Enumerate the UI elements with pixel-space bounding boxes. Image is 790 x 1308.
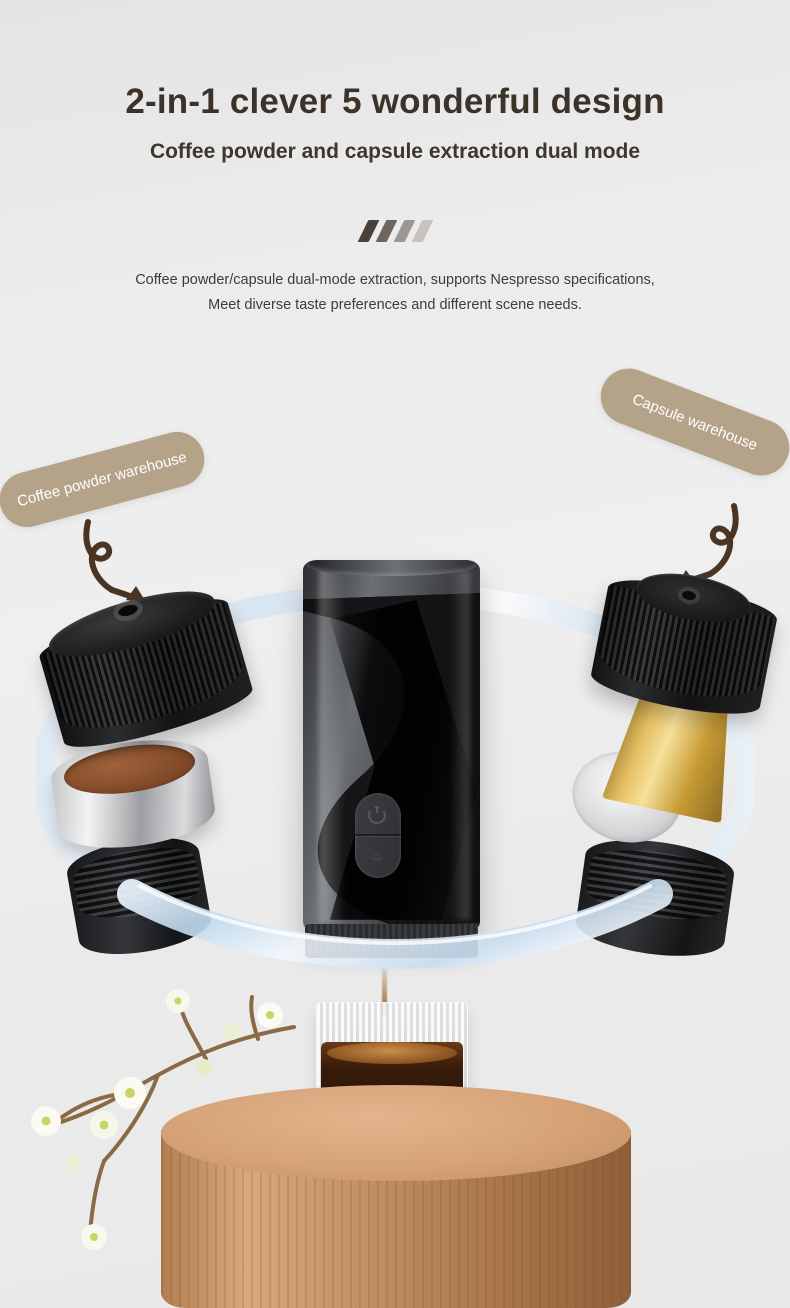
- slash-4: [411, 220, 433, 242]
- callout-left-label: Coffee powder warehouse: [15, 448, 189, 511]
- body-line-2: Meet diverse taste preferences and diffe…: [208, 297, 582, 313]
- machine-top-rim: [306, 560, 477, 576]
- body-copy: Coffee powder/capsule dual-mode extracti…: [0, 268, 790, 318]
- glass-ring: [0, 560, 790, 1010]
- page-title: 2-in-1 clever 5 wonderful design: [125, 82, 665, 121]
- page-subtitle: Coffee powder and capsule extraction dua…: [149, 140, 641, 163]
- callout-right-label: Capsule warehouse: [630, 390, 760, 454]
- glass-ring-back: [36, 586, 754, 905]
- slash-1: [357, 220, 379, 242]
- coffee-crema: [327, 1042, 457, 1064]
- glass-ring-front: [117, 879, 673, 970]
- power-icon[interactable]: [368, 806, 386, 824]
- callout-capsule-warehouse: Capsule warehouse: [592, 360, 790, 484]
- slash-divider: [0, 215, 790, 247]
- body-line-1: Coffee powder/capsule dual-mode extracti…: [135, 272, 655, 288]
- machine-gloss-left: [319, 564, 345, 924]
- wood-pedestal-top: [161, 1085, 631, 1181]
- machine-gloss-right: [450, 570, 470, 920]
- control-panel-divider: [355, 834, 401, 836]
- slash-2: [375, 220, 397, 242]
- coffee-pour-stream: [382, 960, 387, 1016]
- slash-3: [393, 220, 415, 242]
- portable-espresso-machine: ♨: [303, 560, 480, 932]
- glass-ring-front-wrap: [0, 560, 790, 1010]
- blossom-branch: [31, 989, 296, 1250]
- blossoms: [31, 989, 283, 1250]
- steam-icon[interactable]: ♨: [371, 848, 383, 863]
